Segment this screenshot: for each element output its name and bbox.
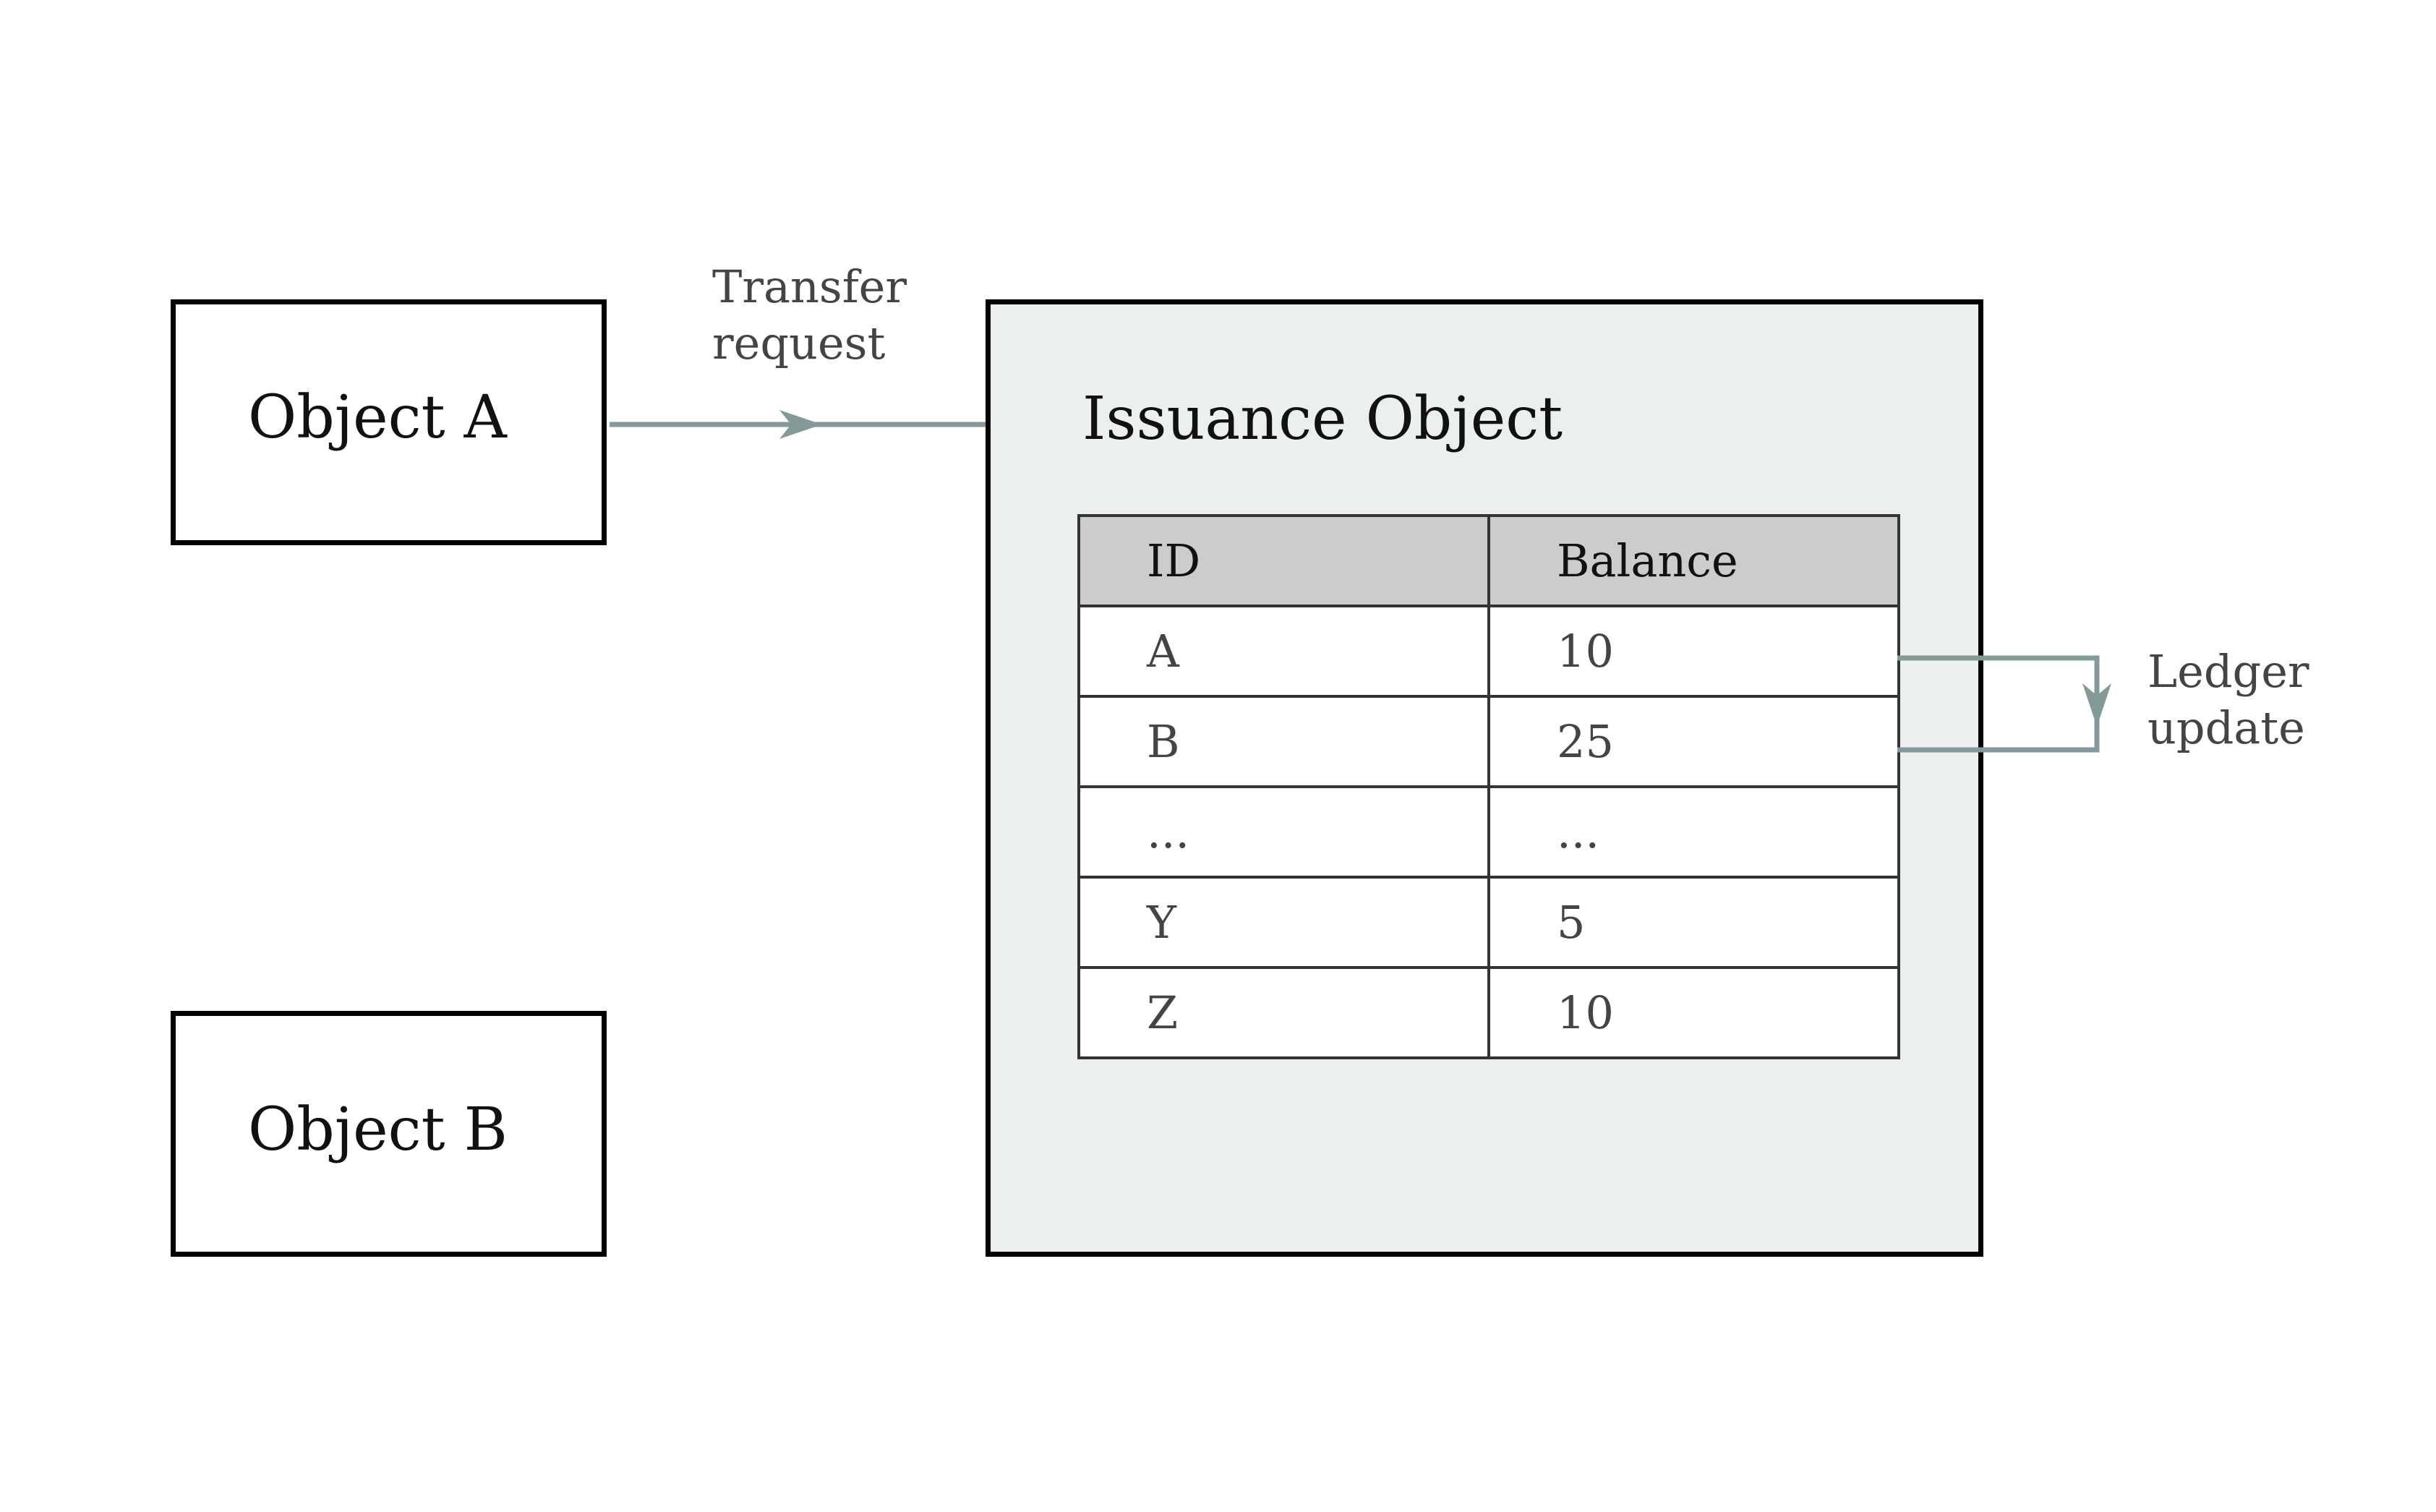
row-id-cell: Z (1077, 966, 1490, 1059)
table-row: ... ... (1077, 785, 1900, 879)
transfer-label-line2: request (712, 317, 886, 370)
column-header-balance: Balance (1487, 514, 1900, 607)
transfer-arrowhead-icon (779, 410, 822, 439)
column-header-id: ID (1077, 514, 1490, 607)
object-b-box (171, 1011, 607, 1257)
ledger-header-row: ID Balance (1077, 514, 1900, 607)
row-balance-cell: 10 (1487, 605, 1900, 698)
object-a-label: Object A (248, 383, 507, 452)
row-id-cell: B (1077, 695, 1490, 788)
transfer-request-label: Transfer request (712, 259, 907, 372)
row-id-cell: ... (1077, 785, 1490, 879)
object-a-box (171, 299, 607, 545)
ledger-label-line2: update (2147, 701, 2305, 754)
table-row: A 10 (1077, 605, 1900, 698)
table-row: Y 5 (1077, 876, 1900, 969)
ledger-table: ID Balance A 10 B 25 ... ... Y 5 Z 10 (1077, 514, 1900, 1059)
issuance-object-title: Issuance Object (1082, 385, 1563, 453)
ledger-update-arrowhead-icon (2082, 683, 2111, 727)
row-id-cell: A (1077, 605, 1490, 698)
row-balance-cell: 5 (1487, 876, 1900, 969)
row-id-cell: Y (1077, 876, 1490, 969)
table-row: Z 10 (1077, 966, 1900, 1059)
row-balance-cell: ... (1487, 785, 1900, 879)
table-row: B 25 (1077, 695, 1900, 788)
row-balance-cell: 10 (1487, 966, 1900, 1059)
ledger-update-label: Ledger update (2147, 644, 2309, 756)
ledger-label-line1: Ledger (2147, 645, 2309, 698)
row-balance-cell: 25 (1487, 695, 1900, 788)
transfer-label-line1: Transfer (712, 260, 907, 313)
object-b-label: Object B (248, 1095, 508, 1164)
ledger-update-loop (1897, 655, 2100, 753)
